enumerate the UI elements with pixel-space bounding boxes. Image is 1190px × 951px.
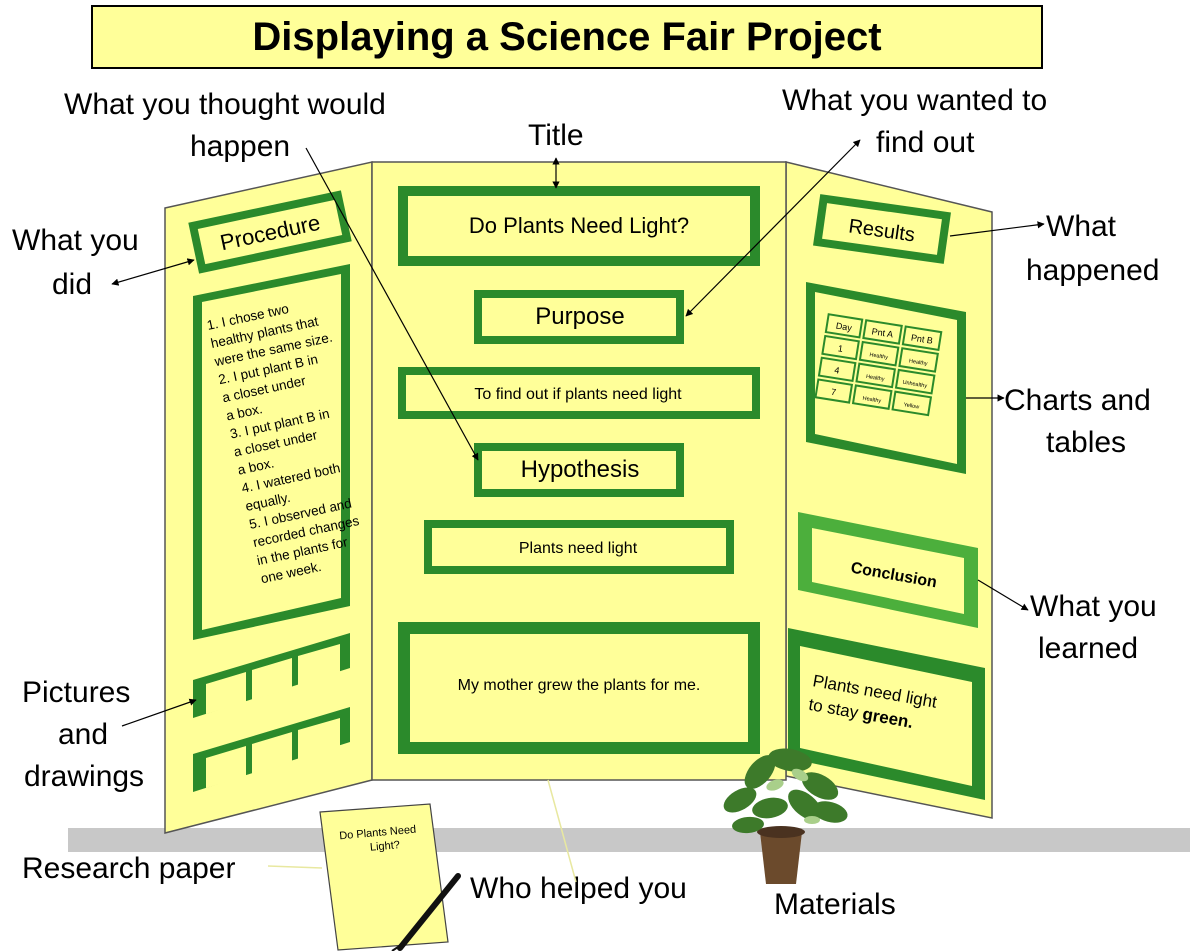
callout-wanted-1: What you wanted to [782, 84, 1047, 117]
callout-wanted-2: find out [876, 126, 975, 159]
arrow-hypothesis [305, 147, 479, 461]
table-cell [824, 313, 864, 339]
plant-icon [723, 748, 848, 884]
callout-learned-2: learned [1038, 632, 1138, 665]
arrow-procedure [111, 258, 195, 286]
purpose-text: To find out if plants need light [474, 386, 682, 403]
callout-materials: Materials [774, 888, 896, 921]
arrow-conclusion [977, 579, 1029, 611]
callout-did-2: did [52, 268, 92, 301]
callout-happened-1: What [1046, 210, 1117, 243]
table-cell [901, 325, 943, 352]
table-cell-text: Pnt B [910, 333, 933, 346]
table-cell [862, 319, 903, 345]
paper-title-2: Light? [369, 839, 400, 854]
table-cell-text: 1 [837, 343, 844, 354]
arrow-research [267, 865, 323, 869]
pen-icon [391, 873, 461, 951]
table-cell [814, 378, 854, 404]
callout-thought-1: What you thought would [64, 88, 386, 121]
table-cell-text: Healthy [869, 352, 889, 361]
table-cell-text: Pnt A [871, 326, 894, 339]
callout-happened-2: happened [1026, 254, 1159, 287]
purpose-heading: Purpose [535, 303, 624, 330]
table-cell-text: Healthy [908, 358, 928, 367]
table-cell [821, 334, 860, 361]
board: Do Plants Need Light? Purpose To find ou… [164, 161, 993, 834]
callout-pictures-2: and [58, 718, 108, 751]
callout-thought-2: happen [190, 130, 290, 163]
table-cell-text: Day [835, 321, 853, 333]
callout-pictures-3: drawings [24, 760, 144, 793]
table-cell [898, 347, 939, 373]
callout-research: Research paper [22, 852, 235, 885]
table-cell-text: Unhealthy [902, 380, 928, 390]
callout-pictures-1: Pictures [22, 676, 130, 709]
callout-learned-1: What you [1030, 590, 1157, 623]
arrow-helped [547, 779, 577, 883]
table-cell [851, 384, 893, 410]
procedure-list: 1. I chose twohealthy plants thatwere th… [205, 293, 380, 586]
picture-frame-2 [193, 707, 350, 792]
project-title: Do Plants Need Light? [469, 213, 689, 238]
table-cell-text: Healthy [866, 374, 886, 383]
table-cell-text: 4 [834, 365, 841, 376]
arrow-results [949, 221, 1045, 237]
title-banner: Displaying a Science Fair Project [91, 5, 1043, 69]
table-cell-text: 7 [830, 387, 837, 398]
picture-frame-1 [193, 633, 350, 718]
hypothesis-heading: Hypothesis [521, 456, 640, 483]
table-cell [817, 356, 857, 382]
hypothesis-text: Plants need light [519, 540, 638, 557]
table-cell [855, 362, 897, 389]
table-cell [858, 340, 900, 367]
arrow-purpose [685, 139, 861, 317]
arrow-pictures [121, 698, 197, 727]
callout-did-1: What you [12, 224, 139, 257]
table-cell-text: Yellow [903, 402, 919, 410]
callout-charts-1: Charts and [1004, 384, 1151, 417]
callout-helped: Who helped you [470, 872, 687, 905]
table-cell-text: Healthy [862, 396, 882, 405]
table-cell [894, 368, 936, 395]
procedure-line: a box. [225, 401, 264, 423]
helper-text: My mother grew the plants for me. [458, 677, 701, 694]
shelf [68, 828, 1190, 852]
table-cell [891, 390, 933, 417]
page-title: Displaying a Science Fair Project [252, 15, 881, 59]
callout-title: Title [528, 119, 584, 152]
svg-text:1. I chose twohealthy plants t: 1. I chose twohealthy plants thatwere th… [205, 293, 380, 586]
procedure-line: a box. [236, 455, 275, 477]
callout-charts-2: tables [1046, 426, 1126, 459]
research-paper-icon: Do Plants Need Light? [319, 803, 449, 951]
